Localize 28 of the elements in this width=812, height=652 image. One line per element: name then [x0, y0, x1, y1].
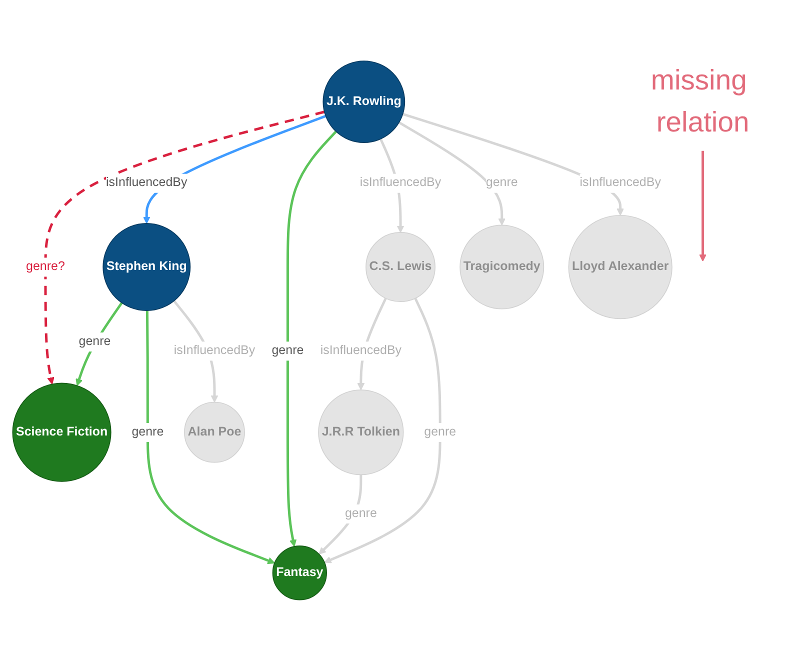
edge-label: genre [132, 424, 164, 439]
node-circle: Fantasy [272, 545, 327, 600]
node-circle: Tragicomedy [460, 224, 544, 310]
node-circle: C.S. Lewis [366, 232, 436, 302]
arrow [324, 298, 442, 563]
arrow [286, 130, 337, 547]
node-circle: J.R.R Tolkien [318, 389, 404, 475]
arrow [398, 121, 506, 226]
edge-label: isInfluencedBy [174, 343, 256, 358]
edge-label: isInfluencedBy [580, 175, 661, 190]
arrow [146, 310, 275, 564]
node-circle: Stephen King [102, 222, 191, 311]
edge-label: genre [344, 506, 377, 520]
node-text: missing relation [650, 64, 750, 138]
edge-label: isInfluencedBy [106, 175, 188, 190]
edge-label: genre [272, 343, 304, 358]
edge-label: genre [486, 175, 518, 190]
arrow [44, 110, 325, 384]
edge-label: genre? [26, 259, 65, 274]
edge-label: isInfluencedBy [320, 343, 402, 358]
edge-label: genre [424, 424, 456, 439]
edge-label: isInfluencedBy [360, 175, 442, 190]
node-circle: Lloyd Alexander [568, 214, 672, 319]
arrow [699, 150, 706, 262]
node-circle: Science Fiction [12, 382, 112, 482]
node-circle: Alan Poe [184, 402, 245, 463]
node-circle: J.K. Rowling [322, 60, 406, 143]
edge-label: genre [78, 334, 111, 348]
